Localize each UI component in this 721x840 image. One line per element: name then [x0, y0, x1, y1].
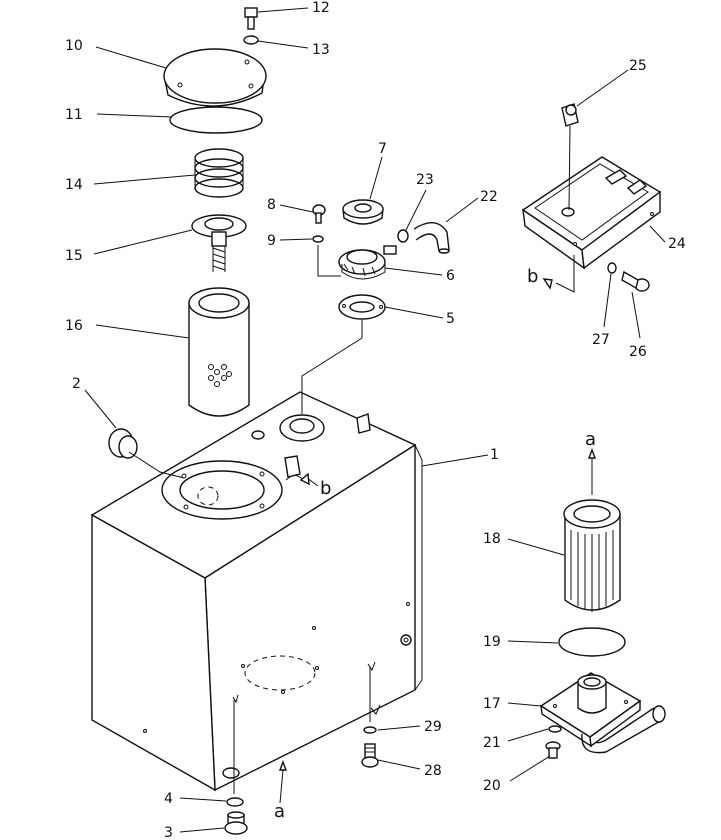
part-12-bolt: [244, 7, 258, 30]
callout-15: 15: [65, 248, 83, 264]
callout-14: 14: [65, 177, 83, 193]
callout-6: 6: [446, 268, 455, 284]
callout-25: 25: [629, 58, 647, 74]
callout-22: 22: [480, 189, 498, 205]
callout-1: 1: [490, 447, 499, 463]
flow-label-b-tank: b: [320, 478, 331, 499]
callout-29: 29: [424, 719, 442, 735]
part-28-bolt: [361, 743, 379, 768]
flow-label-b-box: b: [527, 266, 538, 287]
callout-17: 17: [483, 696, 501, 712]
callout-4: 4: [164, 791, 173, 807]
part-2-plug: [108, 428, 138, 459]
part-22-hose: [413, 222, 450, 254]
callout-12: 12: [312, 0, 330, 16]
hydraulic-tank: [90, 391, 423, 792]
part-23-clamp: [397, 229, 409, 243]
flow-label-a-top: a: [585, 429, 596, 450]
callout-23: 23: [416, 172, 434, 188]
part-5-gasket: [338, 294, 386, 320]
part-15-valve: [191, 214, 247, 272]
callout-8: 8: [267, 197, 276, 213]
callout-10: 10: [65, 38, 83, 54]
part-10-cover: [163, 48, 267, 107]
part-14-spring: [194, 148, 244, 198]
part-29-washer: [363, 726, 377, 734]
callout-19: 19: [483, 634, 501, 650]
leader-lines: [84, 7, 666, 833]
part-13-washer: [243, 35, 259, 45]
part-8-bolt: [312, 204, 326, 224]
part-4-washer: [226, 797, 244, 807]
callout-labels: 1 2 3 4 5 6 7 8 9 10 11 12 13 14 15 16 1…: [65, 0, 686, 840]
part-17-filter-head: [539, 672, 666, 754]
part-18-filter: [563, 499, 621, 612]
callout-3: 3: [164, 825, 173, 840]
part-7-cap: [342, 199, 384, 225]
callout-2: 2: [72, 376, 81, 392]
part-21-washer: [548, 725, 562, 733]
callout-28: 28: [424, 763, 442, 779]
part-26-bolt: [621, 270, 650, 292]
part-3-plug: [224, 811, 248, 835]
callout-21: 21: [483, 735, 501, 751]
callout-5: 5: [446, 311, 455, 327]
callout-26: 26: [629, 344, 647, 360]
flow-labels: a a b b: [274, 266, 596, 822]
part-16-strainer: [188, 287, 250, 417]
callout-11: 11: [65, 107, 83, 123]
part-11-o-ring: [169, 106, 263, 134]
callout-13: 13: [312, 42, 330, 58]
part-20-bolt: [545, 741, 561, 759]
part-25-fitting: [561, 103, 579, 211]
part-6-body: [338, 245, 397, 280]
assembly-lines: [128, 245, 597, 804]
part-9-washer: [312, 235, 324, 243]
callout-27: 27: [592, 332, 610, 348]
callout-16: 16: [65, 318, 83, 334]
part-27-washer: [607, 262, 617, 274]
callout-9: 9: [267, 233, 276, 249]
part-19-o-ring: [558, 627, 626, 657]
callout-20: 20: [483, 778, 501, 794]
callout-18: 18: [483, 531, 501, 547]
callout-24: 24: [668, 236, 686, 252]
part-24-box: [521, 156, 662, 270]
callout-7: 7: [378, 141, 387, 157]
flow-label-a-bottom: a: [274, 801, 285, 822]
